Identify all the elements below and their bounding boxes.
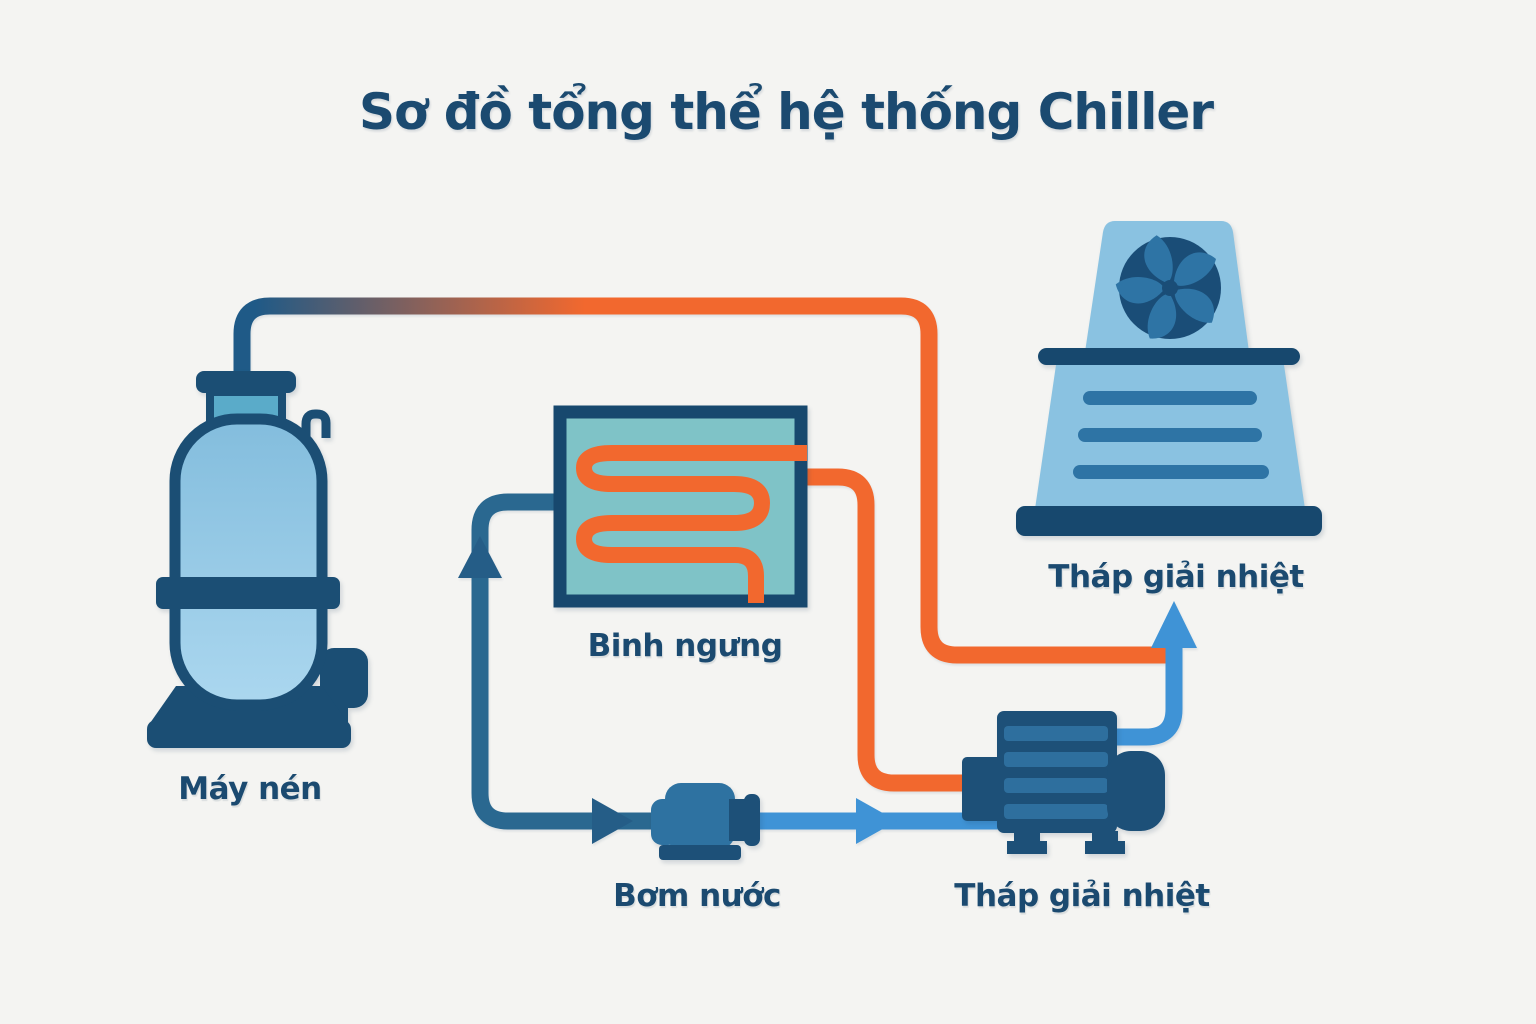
compressor-cap bbox=[196, 371, 296, 393]
tower-louver bbox=[1073, 465, 1269, 479]
compressor-motor bbox=[320, 648, 368, 708]
cooling-tower-pump-label: Tháp giải nhiệt bbox=[954, 878, 1210, 914]
compressor-tank bbox=[169, 413, 328, 711]
pump-round-body bbox=[1107, 751, 1165, 831]
cooling-tower bbox=[1016, 221, 1322, 536]
fan-icon bbox=[1115, 235, 1221, 339]
tower-separator-bar bbox=[1038, 348, 1300, 365]
pump-left-block bbox=[962, 757, 1004, 821]
tower-louver bbox=[1078, 428, 1262, 442]
tower-louver bbox=[1083, 391, 1257, 405]
hot-gas-pipe bbox=[233, 297, 1170, 664]
pump-foot-base bbox=[1085, 841, 1125, 854]
compressor-base bbox=[147, 720, 351, 748]
tower-riser-pipe bbox=[1098, 645, 1183, 746]
tower-base bbox=[1016, 506, 1322, 536]
page-title: Sơ đồ tổng thể hệ thống Chiller bbox=[358, 83, 1214, 141]
compressor bbox=[147, 371, 368, 748]
compressor-valve-hook bbox=[301, 409, 331, 452]
arrow-up-icon bbox=[458, 536, 502, 578]
water-pump-label: Bơm nước bbox=[613, 878, 781, 914]
water-pump bbox=[651, 783, 760, 860]
arrow-right-icon bbox=[592, 798, 633, 844]
pump-foot-stem bbox=[1092, 831, 1118, 844]
pump-foot-stem bbox=[1014, 831, 1040, 844]
pump-foot-base bbox=[1007, 841, 1047, 854]
arrow-right-icon bbox=[856, 798, 897, 844]
condenser-coil bbox=[575, 445, 807, 603]
pump-fin bbox=[1004, 778, 1108, 793]
water-pump-body bbox=[665, 783, 735, 849]
cooling-tower-pump bbox=[962, 711, 1165, 854]
water-return-pipe bbox=[471, 493, 672, 830]
condenser bbox=[553, 405, 808, 608]
pump-main-block bbox=[997, 711, 1117, 833]
arrow-up-icon bbox=[1151, 601, 1197, 648]
compressor-band bbox=[156, 577, 340, 609]
condenser-outlet-pipe bbox=[804, 468, 998, 792]
pump-fin bbox=[1004, 752, 1108, 767]
pump-fin bbox=[1004, 726, 1108, 741]
pump-fin bbox=[1004, 804, 1108, 819]
water-pump-flange bbox=[744, 794, 760, 846]
compressor-label: Máy nén bbox=[178, 771, 322, 807]
condenser-label: Binh ngưng bbox=[587, 628, 783, 664]
water-pump-base bbox=[659, 845, 741, 860]
cooling-tower-label: Tháp giải nhiệt bbox=[1048, 559, 1304, 595]
